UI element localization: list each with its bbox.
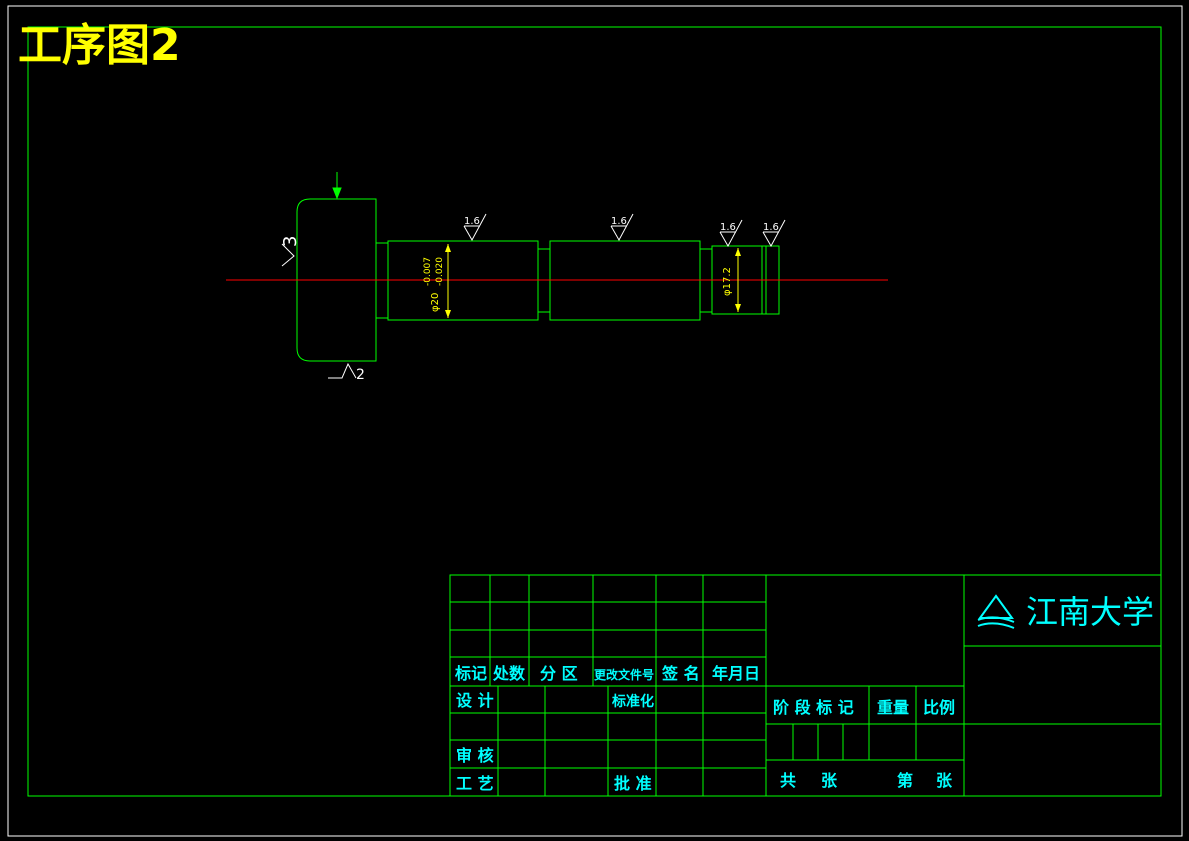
svg-text:1.6: 1.6 <box>611 216 627 227</box>
label-weight: 重量 <box>877 698 909 717</box>
roughness-symbol-1: 1.6 <box>463 213 487 242</box>
label-review: 审 核 <box>456 746 494 765</box>
svg-text:1.6: 1.6 <box>720 222 736 233</box>
label-docno: 更改文件号 <box>594 667 654 682</box>
svg-text:1.6: 1.6 <box>464 216 480 227</box>
label-mark: 标记 <box>454 664 487 683</box>
title-block <box>449 574 1162 797</box>
dimension-phi20: φ20 -0.007 -0.020 <box>423 244 451 318</box>
label-approve: 批 准 <box>614 774 652 793</box>
label-total: 共 <box>780 771 796 790</box>
label-count: 处数 <box>492 664 526 683</box>
label-sheets-1: 张 <box>821 771 838 790</box>
label-process: 工 艺 <box>456 774 494 793</box>
locating-symbol-2: 2 <box>328 362 365 383</box>
svg-text:φ17.2: φ17.2 <box>722 267 733 296</box>
label-scale: 比例 <box>923 698 955 717</box>
sheet-border <box>7 5 1183 837</box>
label-sign: 签 名 <box>661 664 700 683</box>
label-stage: 阶 段 标 记 <box>773 698 854 717</box>
title-block-labels: 标记 处数 分 区 更改文件号 签 名 年月日 设 计 标准化 审 核 工 艺 … <box>454 664 955 793</box>
label-sheets-2: 张 <box>936 771 953 790</box>
jiangnan-logo-icon <box>977 594 1015 629</box>
organization-name: 江南大学 <box>1026 593 1154 631</box>
roughness-symbol-2: 1.6 <box>610 213 634 242</box>
label-design: 设 计 <box>456 691 494 710</box>
roughness-symbol-4: 1.6 <box>762 219 786 248</box>
shaft-head <box>296 198 377 362</box>
label-standard: 标准化 <box>611 693 654 710</box>
svg-text:1.6: 1.6 <box>763 222 779 233</box>
roughness-symbol-3: 1.6 <box>719 219 743 248</box>
clamp-arrow-icon <box>332 172 342 200</box>
svg-text:-0.007: -0.007 <box>423 257 433 286</box>
label-sheet-no: 第 <box>897 771 913 790</box>
label-zone: 分 区 <box>540 664 578 683</box>
locating-symbol-3: 3 <box>280 236 301 267</box>
page-title: 工序图2 <box>18 20 181 71</box>
svg-text:-0.020: -0.020 <box>435 257 445 286</box>
dimension-phi17-2: φ17.2 <box>722 248 741 312</box>
svg-text:3: 3 <box>280 236 301 247</box>
svg-text:2: 2 <box>356 367 365 383</box>
svg-text:φ20: φ20 <box>430 293 441 312</box>
label-date: 年月日 <box>712 664 760 683</box>
